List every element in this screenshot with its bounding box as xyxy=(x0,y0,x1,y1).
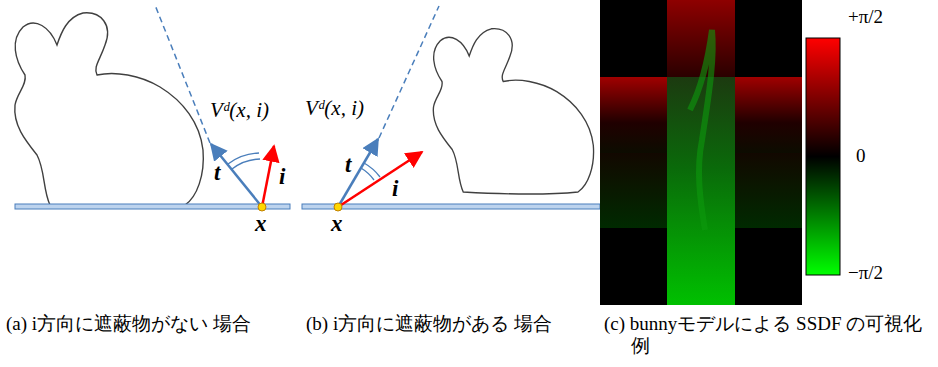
colorbar-tick: 0 xyxy=(856,145,866,167)
vector-label: i xyxy=(279,164,285,190)
colorbar-tick: +π/2 xyxy=(848,6,883,28)
vector-label: Vᵈ(x, i) xyxy=(305,96,364,120)
panel-caption: (c) bunnyモデルによる SSDF の可視化例 xyxy=(604,313,931,357)
vector-label: t xyxy=(345,152,351,178)
vector-label: i xyxy=(392,176,398,202)
vector-label: t xyxy=(214,160,220,186)
panel-caption: (a) i方向に遮蔽物がない 場合 xyxy=(6,313,295,335)
point-label: x xyxy=(331,211,343,237)
vector-label: Vᵈ(x, i) xyxy=(210,98,269,122)
point-label: x xyxy=(255,211,267,237)
panel-caption: (b) i方向に遮蔽物がある 場合 xyxy=(306,313,595,335)
colorbar-tick: −π/2 xyxy=(848,262,883,284)
